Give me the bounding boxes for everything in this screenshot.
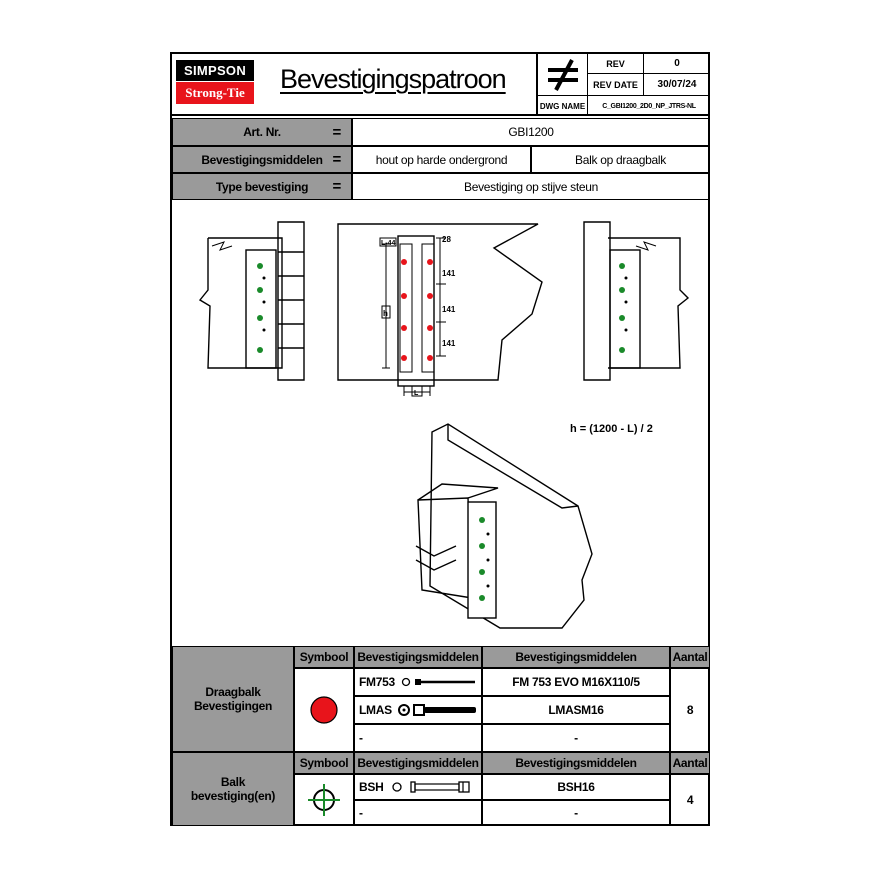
screw-bsh-icon [392, 781, 471, 793]
bevmid-label: Bevestigingsmiddelen = [172, 146, 352, 173]
label-h: h [383, 309, 388, 318]
table1-group: Draagbalk Bevestigingen [172, 646, 294, 752]
bevmid-value-1: hout op harde ondergrond [352, 146, 531, 173]
table1-row2-full: LMASM16 [482, 696, 670, 724]
dwg-name-value: C_GBI1200_2D0_NP_JTRS-NL [602, 102, 696, 110]
rev-label: REV [588, 54, 644, 74]
table2-group: Balk bevestiging(en) [172, 752, 294, 826]
table1-row2-short: LMAS [354, 696, 482, 724]
label-l: L [414, 390, 419, 397]
table1-row3-full: - [482, 724, 670, 752]
table2-row1-full: BSH16 [482, 774, 670, 800]
logo: SIMPSON Strong-Tie [176, 60, 254, 108]
table2-header-middel2: Bevestigingsmiddelen [482, 752, 670, 774]
table2-header-symbool: Symbool [294, 752, 354, 774]
front-view [337, 223, 543, 397]
red-anchor-symbol-icon [310, 696, 338, 724]
rev-value: 0 [644, 54, 710, 74]
table1-header-symbool: Symbool [294, 646, 354, 668]
front-view-red-dots [401, 259, 433, 361]
equals-sign: = [332, 123, 342, 141]
green-fastener-markers [257, 263, 625, 601]
table1-header-middel2: Bevestigingsmiddelen [482, 646, 670, 668]
table2-header-middel: Bevestigingsmiddelen [354, 752, 482, 774]
dim-141b: 141 [442, 305, 456, 314]
dim-141a: 141 [442, 269, 456, 278]
equals-sign: = [332, 151, 342, 168]
header: SIMPSON Strong-Tie Bevestigingspatroon R… [172, 54, 710, 116]
table1-row1-short: FM753 [354, 668, 482, 696]
title-block: REV 0 REV DATE 30/07/24 DWG NAME C_GBI12… [536, 54, 710, 116]
table2-row2-short: - [354, 800, 482, 826]
screw-fm753-icon [401, 677, 475, 687]
drawing-area: L-44 h L 28 141 141 141 [198, 221, 690, 629]
not-equal-icon [548, 59, 578, 91]
logo-bottom: Strong-Tie [176, 82, 254, 104]
type-value: Bevestiging op stijve steun [352, 173, 710, 200]
logo-top: SIMPSON [176, 60, 254, 81]
crosshair-symbol-icon [308, 784, 340, 816]
equals-sign: = [332, 178, 342, 195]
dwg-name-label: DWG NAME [538, 96, 588, 116]
table1-aantal: 8 [670, 668, 710, 752]
front-view-labels: L-44 h L 28 141 141 141 [381, 235, 456, 397]
art-value: GBI1200 [352, 118, 710, 146]
anchor-lmas-icon [397, 704, 476, 716]
table1-header-aantal: Aantal [670, 646, 710, 668]
table2-row2-full: - [482, 800, 670, 826]
right-side-view [583, 221, 690, 381]
bevmid-value-2: Balk op draagbalk [531, 146, 710, 173]
label-l44: L-44 [381, 240, 396, 247]
page-title: Bevestigingspatroon [280, 64, 507, 94]
table2-header-aantal: Aantal [670, 752, 710, 774]
art-label: Art. Nr. = [172, 118, 352, 146]
table1-row1-full: FM 753 EVO M16X110/5 [482, 668, 670, 696]
table1-header-middel: Bevestigingsmiddelen [354, 646, 482, 668]
table2-row1-short: BSH [354, 774, 482, 800]
projection-symbol [538, 54, 588, 96]
isometric-view [415, 423, 593, 629]
rev-date-label: REV DATE [588, 74, 644, 96]
table2-symbol [294, 774, 354, 826]
left-side-view [198, 221, 305, 381]
rev-date-value: 30/07/24 [644, 74, 710, 96]
dim-28: 28 [442, 235, 451, 244]
drawing-sheet: SIMPSON Strong-Tie Bevestigingspatroon R… [170, 52, 710, 826]
type-label: Type bevestiging = [172, 173, 352, 200]
table1-row3-short: - [354, 724, 482, 752]
formula: h = (1200 - L) / 2 [570, 423, 653, 435]
dim-141c: 141 [442, 339, 456, 348]
table2-aantal: 4 [670, 774, 710, 826]
table1-symbol [294, 668, 354, 752]
black-dot-markers [262, 276, 628, 588]
formula-text: h = (1200 - L) / 2 [570, 423, 653, 435]
